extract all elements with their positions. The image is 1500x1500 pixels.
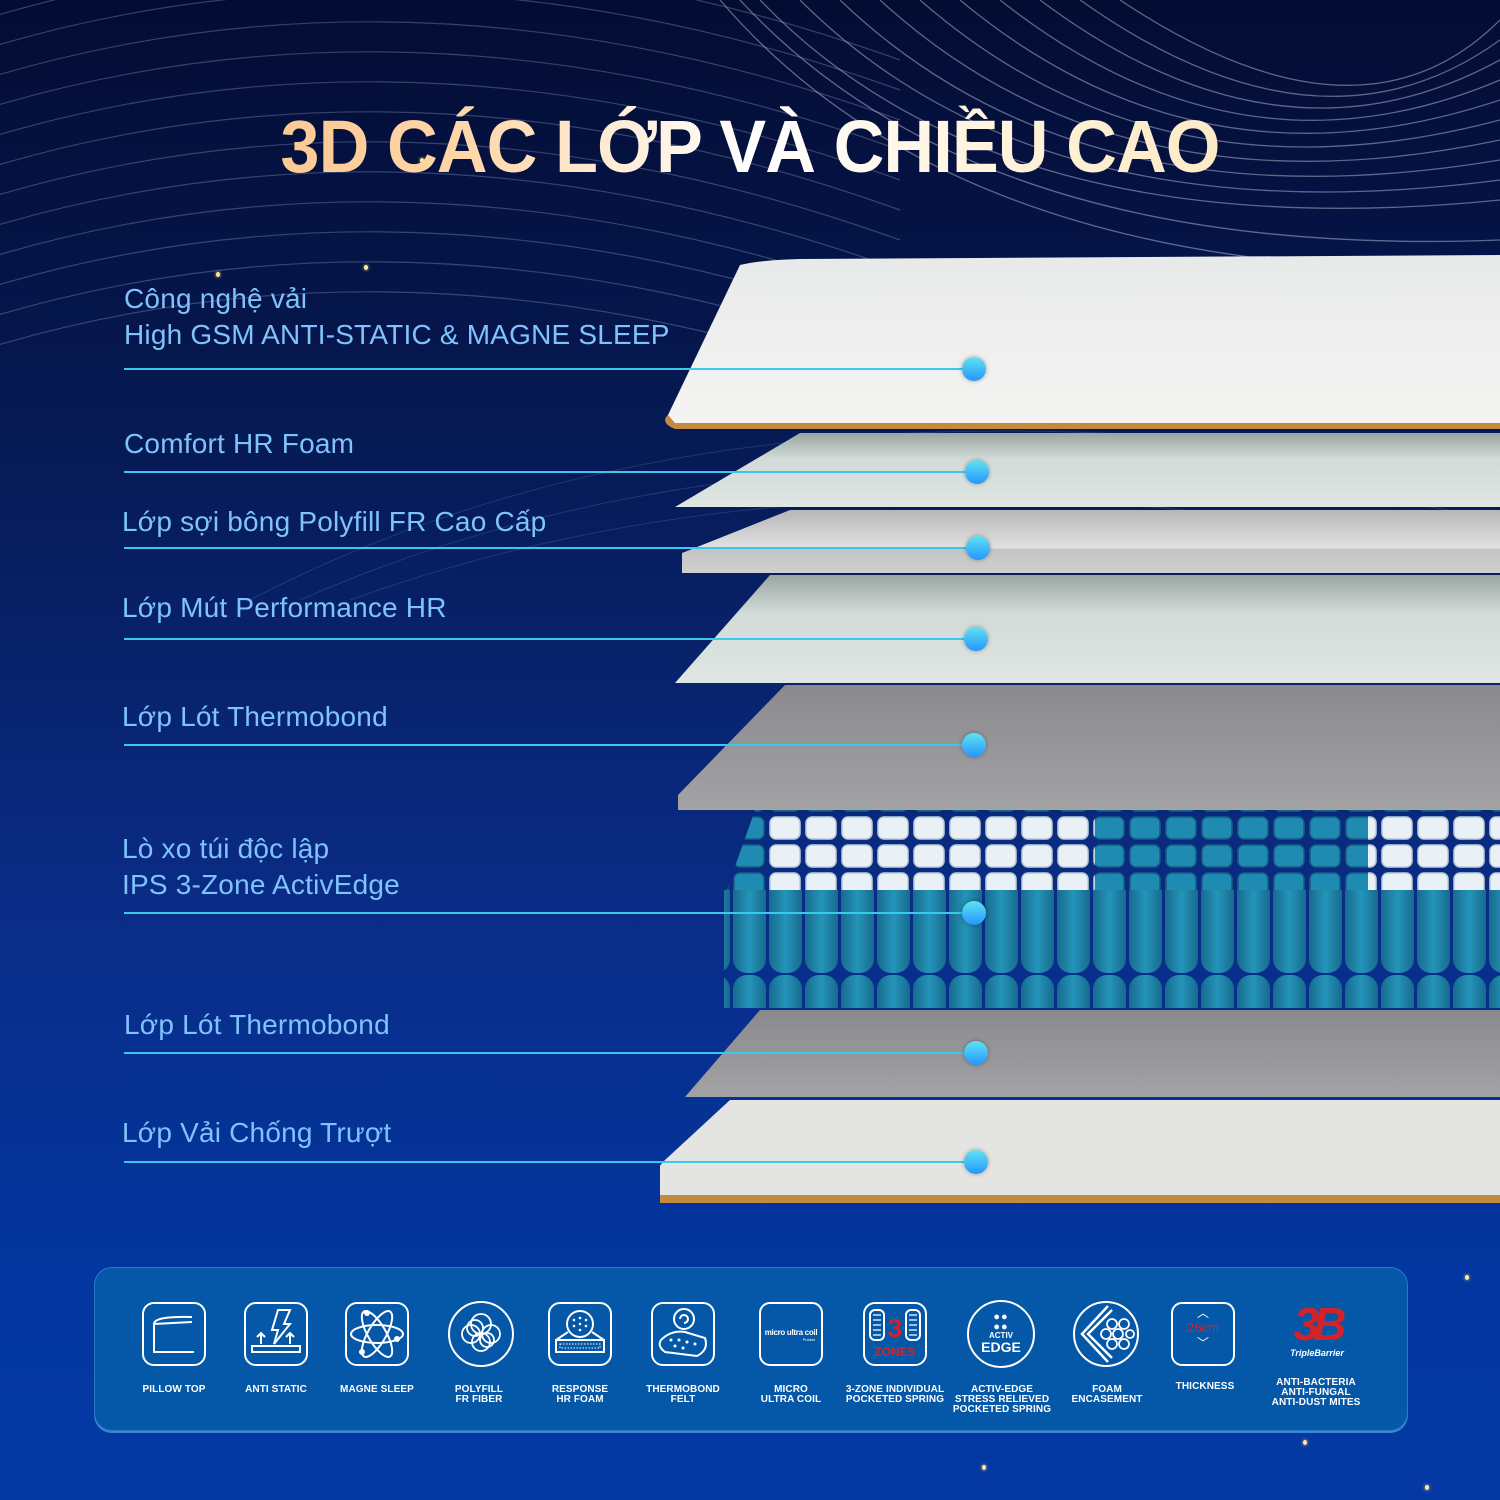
leader-line bbox=[124, 368, 976, 370]
layer-label: Lớp Lót Thermobond bbox=[122, 701, 388, 732]
feature-label: PILLOW TOP bbox=[142, 1384, 206, 1395]
feature-label: ANTI STATIC bbox=[245, 1384, 307, 1395]
leader-line bbox=[124, 1052, 978, 1054]
hr-foam-icon bbox=[548, 1302, 612, 1366]
magne-sleep-icon bbox=[345, 1302, 409, 1366]
mattress-layers-illustration bbox=[660, 255, 1500, 1203]
triple-barrier-icon: 3B TripleBarrier bbox=[1290, 1298, 1346, 1358]
leader-line bbox=[124, 547, 980, 549]
feature-label: THICKNESS bbox=[1175, 1381, 1235, 1392]
layer-marker-dot[interactable] bbox=[962, 357, 986, 381]
leader-line bbox=[124, 638, 978, 640]
three-zone-icon: 3 ZONES bbox=[863, 1302, 927, 1366]
svg-text:ZONES: ZONES bbox=[874, 1345, 915, 1359]
star-decoration bbox=[982, 1465, 986, 1470]
leader-line bbox=[124, 744, 976, 746]
activ-edge-icon: ●●●● ACTIV EDGE bbox=[967, 1300, 1035, 1368]
leader-line bbox=[124, 471, 979, 473]
star-decoration bbox=[420, 158, 424, 163]
polyfill-fiber-icon bbox=[448, 1301, 514, 1367]
leader-line bbox=[124, 912, 976, 914]
star-decoration bbox=[1303, 1440, 1307, 1445]
page-title: 3D CÁC LỚP VÀ CHIỀU CAO bbox=[38, 104, 1463, 189]
star-decoration bbox=[1425, 1485, 1429, 1490]
layer-marker-dot[interactable] bbox=[964, 1041, 988, 1065]
layer-marker-dot[interactable] bbox=[962, 901, 986, 925]
svg-text:3: 3 bbox=[888, 1313, 902, 1343]
thickness-icon: ︿ 26cm ﹀ bbox=[1171, 1302, 1235, 1366]
micro-ultra-coil-icon: micro ultra coil Pocket bbox=[759, 1302, 823, 1366]
layer-marker-dot[interactable] bbox=[965, 460, 989, 484]
layer-label: Lớp sợi bông Polyfill FR Cao Cấp bbox=[122, 506, 547, 537]
thermobond-felt-icon bbox=[651, 1302, 715, 1366]
layer-label: Comfort HR Foam bbox=[124, 428, 355, 459]
anti-static-icon bbox=[244, 1302, 308, 1366]
layer-marker-dot[interactable] bbox=[966, 536, 990, 560]
features-panel: PILLOW TOP ANTI STATIC MAGNE SLEEP bbox=[94, 1267, 1408, 1431]
layer-marker-dot[interactable] bbox=[962, 733, 986, 757]
star-decoration bbox=[216, 272, 220, 277]
layer-marker-dot[interactable] bbox=[964, 627, 988, 651]
feature-label: MAGNE SLEEP bbox=[340, 1384, 414, 1395]
pillow-top-icon bbox=[142, 1302, 206, 1366]
layer-label: Lớp Mút Performance HR bbox=[122, 592, 447, 623]
layer-marker-dot[interactable] bbox=[964, 1150, 988, 1174]
layer-label: Lớp Lót Thermobond bbox=[124, 1009, 390, 1040]
foam-encasement-icon bbox=[1073, 1301, 1139, 1367]
layer-label: Lớp Vải Chống Trượt bbox=[122, 1117, 392, 1148]
star-decoration bbox=[364, 265, 368, 270]
leader-line bbox=[124, 1161, 978, 1163]
star-decoration bbox=[1465, 1275, 1469, 1280]
